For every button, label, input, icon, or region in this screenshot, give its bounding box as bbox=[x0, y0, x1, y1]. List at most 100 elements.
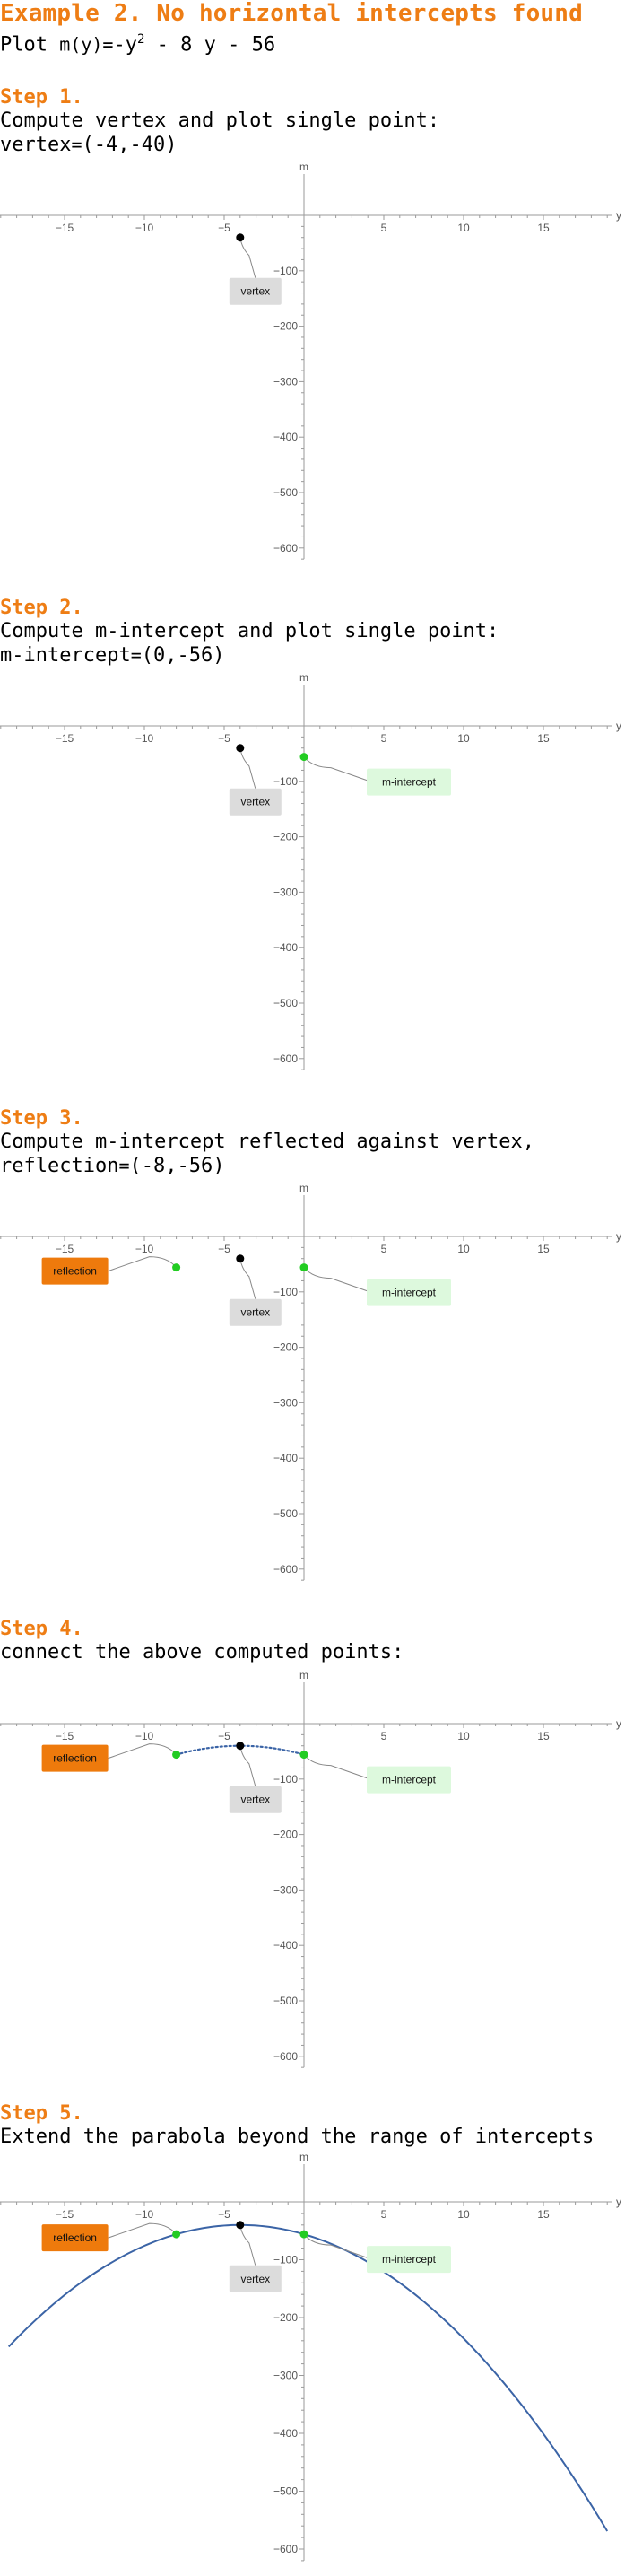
x-tick-label: −10 bbox=[135, 732, 154, 745]
x-tick-label: −15 bbox=[56, 732, 74, 745]
intercept-point bbox=[299, 1263, 308, 1272]
x-tick-label: −10 bbox=[135, 1243, 154, 1255]
step-4: Step 4. connect the above computed point… bbox=[0, 1618, 625, 1664]
step-description: Compute vertex and plot single point: bbox=[0, 109, 440, 132]
y-axis-title: m bbox=[299, 1182, 308, 1194]
step-result: m-intercept=(0,-56) bbox=[0, 643, 625, 667]
x-tick-label: 15 bbox=[537, 1730, 550, 1742]
y-tick-label: −600 bbox=[273, 1563, 298, 1576]
x-tick-label: −5 bbox=[218, 2208, 230, 2221]
step-description: Compute m-intercept reflected against ve… bbox=[0, 1131, 535, 1153]
x-tick-label: −5 bbox=[218, 732, 230, 745]
step-3: Step 3. Compute m-intercept reflected ag… bbox=[0, 1107, 625, 1177]
y-tick-label: −500 bbox=[273, 1995, 298, 2007]
x-tick-label: 10 bbox=[457, 1243, 470, 1255]
label-leader-line bbox=[108, 2222, 177, 2239]
x-tick-label: 5 bbox=[381, 2208, 387, 2221]
vertex-point bbox=[236, 2221, 245, 2230]
x-tick-label: 10 bbox=[457, 1730, 470, 1742]
vertex-point bbox=[236, 1254, 245, 1263]
label-leader-line bbox=[239, 1258, 256, 1299]
step-5: Step 5. Extend the parabola beyond the r… bbox=[0, 2102, 625, 2149]
y-tick-label: −100 bbox=[273, 265, 298, 277]
y-axis-title: m bbox=[299, 671, 308, 684]
reflection-point bbox=[172, 1751, 181, 1760]
vertex-label-box bbox=[229, 277, 282, 305]
label-leader-line bbox=[108, 1256, 177, 1272]
reflection-point bbox=[172, 2230, 181, 2239]
reflection-label-box bbox=[41, 1257, 109, 1285]
x-tick-label: −15 bbox=[56, 1730, 74, 1742]
step-result-value: (-4,-40) bbox=[82, 134, 178, 156]
reflection-label-box bbox=[41, 1744, 109, 1772]
x-axis-title: y bbox=[616, 2196, 621, 2208]
y-tick-label: −600 bbox=[273, 2050, 298, 2063]
step-result-label: m-intercept bbox=[0, 644, 131, 667]
step-result-value: (0,-56) bbox=[141, 644, 225, 667]
x-tick-label: 5 bbox=[381, 222, 387, 234]
intercept-label-text: m-intercept bbox=[382, 1287, 437, 1299]
step-title: Step 3. bbox=[0, 1107, 83, 1130]
x-tick-label: −10 bbox=[135, 1730, 154, 1742]
step-description: Extend the parabola beyond the range of … bbox=[0, 2126, 595, 2148]
y-tick-label: −100 bbox=[273, 1773, 298, 1786]
function-line: Plot m(y)=-y2 - 8 y - 56 bbox=[0, 32, 275, 56]
y-tick-label: −400 bbox=[273, 1452, 298, 1464]
step-title: Step 1. bbox=[0, 86, 83, 109]
y-tick-label: −300 bbox=[273, 886, 298, 898]
y-tick-label: −300 bbox=[273, 375, 298, 388]
x-axis-title: y bbox=[616, 209, 621, 222]
y-tick-label: −100 bbox=[273, 775, 298, 788]
intercept-label-box bbox=[367, 768, 451, 796]
step-result: reflection=(-8,-56) bbox=[0, 1154, 625, 1177]
y-tick-label: −400 bbox=[273, 2427, 298, 2440]
step-title: Step 5. bbox=[0, 2102, 83, 2125]
vertex-label-text: vertex bbox=[240, 285, 270, 298]
intercept-label-text: m-intercept bbox=[382, 2253, 437, 2266]
label-leader-line bbox=[303, 1267, 368, 1292]
y-tick-label: −200 bbox=[273, 2311, 298, 2324]
label-leader-line bbox=[239, 1745, 256, 1786]
step-result-value: (-8,-56) bbox=[129, 1155, 225, 1177]
y-tick-label: −300 bbox=[273, 1883, 298, 1896]
label-leader-line bbox=[108, 1743, 177, 1760]
x-tick-label: −10 bbox=[135, 2208, 154, 2221]
y-tick-label: −200 bbox=[273, 320, 298, 333]
y-tick-label: −100 bbox=[273, 1286, 298, 1298]
y-axis-title: m bbox=[299, 1669, 308, 1681]
vertex-label-box bbox=[229, 2265, 282, 2292]
function-rhs-a: -y bbox=[113, 33, 137, 57]
reflection-label-box bbox=[41, 2224, 109, 2252]
vertex-label-text: vertex bbox=[240, 796, 270, 808]
reflection-label-text: reflection bbox=[53, 2231, 97, 2244]
x-tick-label: 5 bbox=[381, 732, 387, 745]
intercept-label-text: m-intercept bbox=[382, 776, 437, 789]
y-tick-label: −500 bbox=[273, 2485, 298, 2498]
x-tick-label: −15 bbox=[56, 2208, 74, 2221]
x-axis-title: y bbox=[616, 1717, 621, 1730]
function-eq: = bbox=[102, 33, 114, 56]
y-tick-label: −400 bbox=[273, 431, 298, 443]
reflection-label-text: reflection bbox=[53, 1265, 97, 1278]
vertex-label-text: vertex bbox=[240, 2273, 270, 2285]
intercept-label-text: m-intercept bbox=[382, 1774, 437, 1786]
step-1: Step 1. Compute vertex and plot single p… bbox=[0, 86, 625, 156]
step-result-eq: = bbox=[71, 134, 82, 155]
function-lhs: m(y) bbox=[59, 33, 103, 56]
x-axis-title: y bbox=[616, 720, 621, 732]
step-title: Step 2. bbox=[0, 597, 83, 619]
y-tick-label: −100 bbox=[273, 2254, 298, 2266]
intercept-label-box bbox=[367, 2246, 451, 2274]
y-tick-label: −400 bbox=[273, 1939, 298, 1952]
reflection-label-text: reflection bbox=[53, 1752, 97, 1765]
y-tick-label: −600 bbox=[273, 1052, 298, 1065]
x-tick-label: 10 bbox=[457, 732, 470, 745]
x-tick-label: 5 bbox=[381, 1730, 387, 1742]
x-tick-label: −15 bbox=[56, 1243, 74, 1255]
y-tick-label: −500 bbox=[273, 997, 298, 1009]
step-description: Compute m-intercept and plot single poin… bbox=[0, 620, 499, 642]
